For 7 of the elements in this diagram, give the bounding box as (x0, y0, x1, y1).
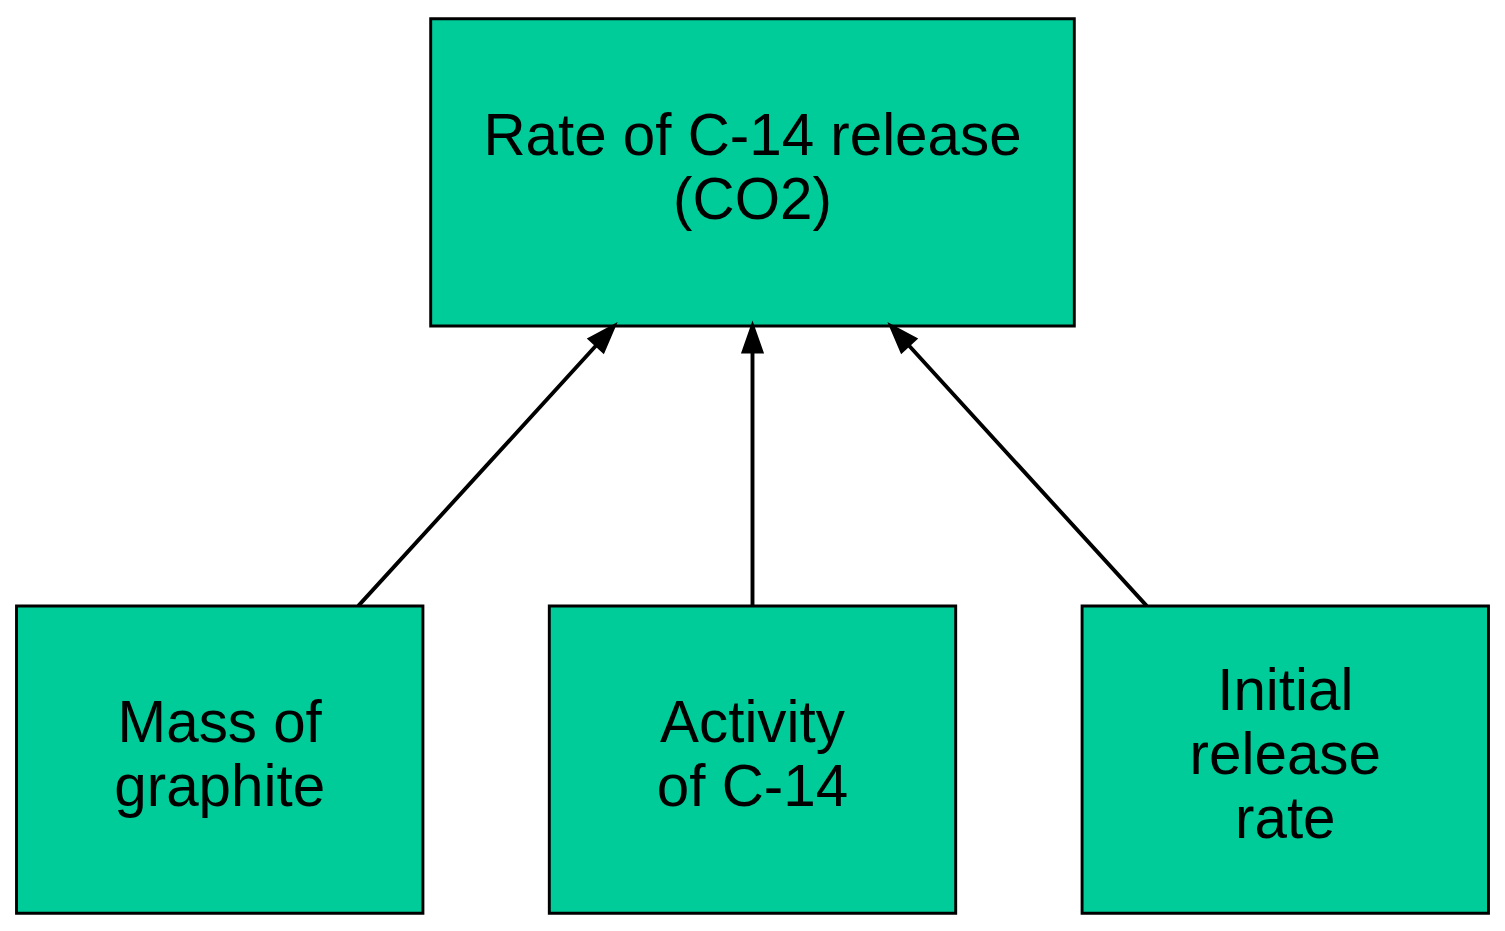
node-box: Mass of graphite (15, 604, 425, 915)
node-box: Rate of C-14 release (CO2) (429, 16, 1076, 327)
arrow (740, 319, 765, 606)
arrow (887, 321, 1149, 607)
node-box: Initial release rate (1080, 604, 1490, 915)
arrow (356, 321, 618, 607)
node-box: Activity of C-14 (547, 604, 958, 915)
